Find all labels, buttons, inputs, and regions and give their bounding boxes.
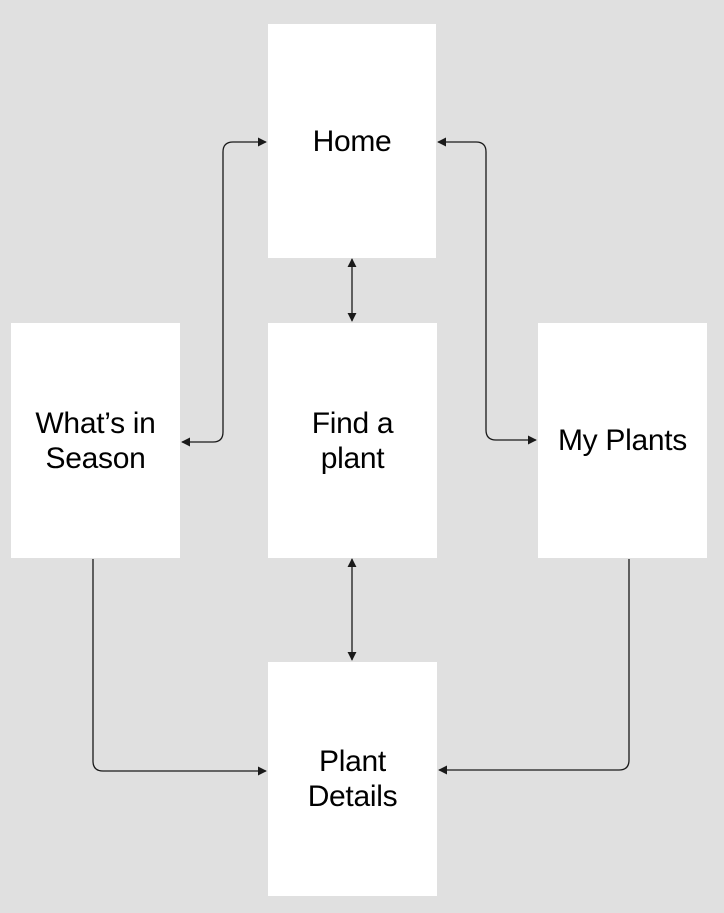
node-my-plants-label-line: My Plants	[557, 424, 687, 457]
node-find-a-plant[interactable]: Find a plant	[268, 323, 437, 558]
node-find-a-plant-label: Find a plant	[312, 406, 394, 476]
edge-home-my-plants	[437, 137, 537, 445]
node-whats-in-season-label-line: What’s in	[35, 406, 156, 440]
edge-whats-in-season-plant-details	[92, 559, 267, 776]
node-plant-details[interactable]: Plant Details	[268, 662, 437, 896]
node-my-plants[interactable]: My Plants	[538, 323, 707, 558]
node-find-a-plant-label-line: plant	[320, 441, 385, 475]
node-home-label: Home	[313, 124, 392, 159]
node-whats-in-season-label: What’s in Season	[35, 406, 155, 476]
edge-home-whats-in-season	[181, 137, 267, 447]
node-home[interactable]: Home	[268, 24, 436, 258]
node-whats-in-season[interactable]: What’s in Season	[11, 323, 180, 558]
node-plant-details-label-line: Details	[307, 780, 398, 813]
edge-my-plants-plant-details	[438, 559, 630, 775]
node-whats-in-season-label-line: Season	[45, 441, 146, 475]
node-find-a-plant-label-line: Find a	[311, 406, 394, 440]
node-plant-details-label-line: Plant	[319, 745, 386, 778]
node-home-label-line: Home	[312, 124, 392, 158]
node-plant-details-label: Plant Details	[308, 744, 398, 814]
node-my-plants-label: My Plants	[558, 423, 687, 458]
